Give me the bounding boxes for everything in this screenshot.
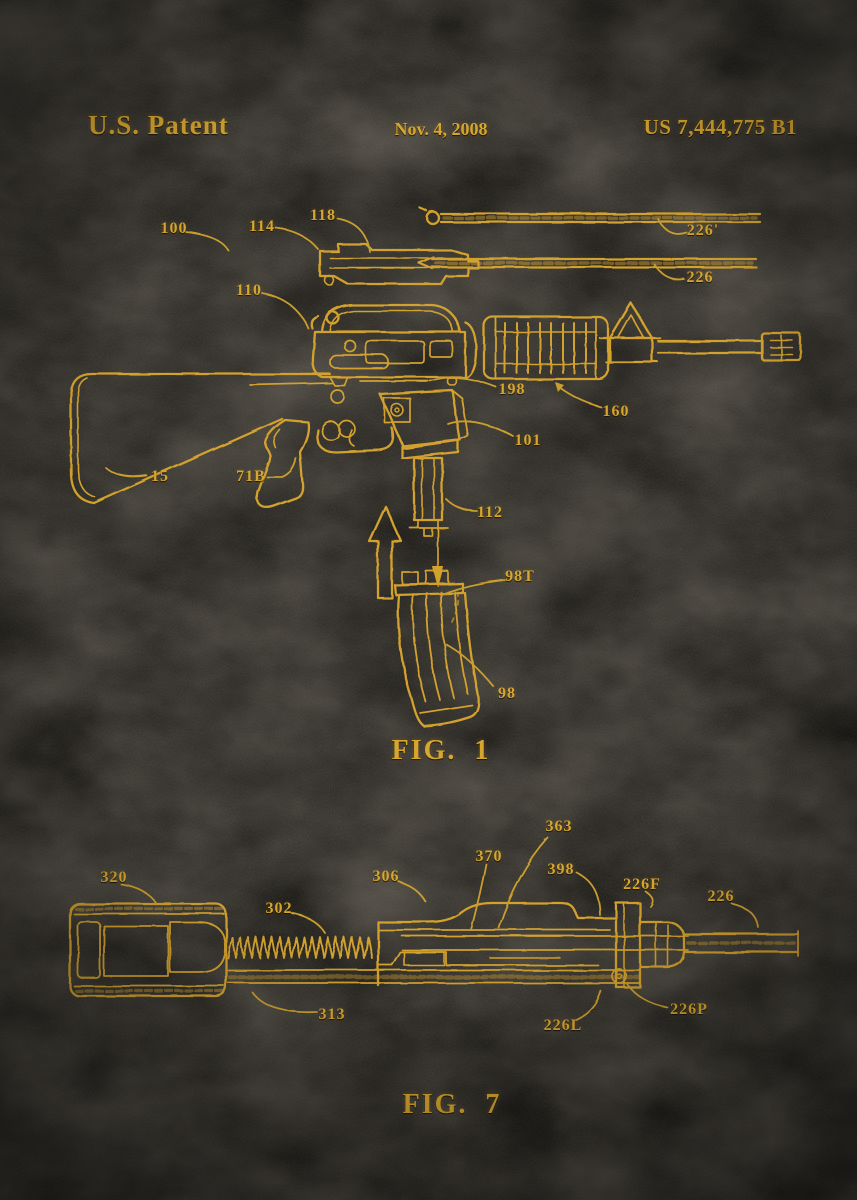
- fig7-ref-320: 320: [100, 869, 128, 886]
- fig1-ref-198: 198: [498, 381, 526, 398]
- fig1-ref-101: 101: [514, 432, 542, 449]
- fig7-ref-313: 313: [318, 1006, 346, 1023]
- fig1-cleaning-rod-226-prime: [418, 206, 762, 226]
- fig1-ref-226: 226: [686, 269, 714, 286]
- fig1-ref-98T: 98T: [505, 568, 535, 585]
- fig7-block-226F: [611, 901, 642, 989]
- fig1-mag-adapter-112: [400, 438, 460, 537]
- patent-title: U.S. Patent: [88, 110, 229, 140]
- fig1-upper-receiver: [310, 303, 467, 387]
- fig7-buffer-assembly: [68, 902, 228, 998]
- fig1-ref-110: 110: [235, 282, 263, 299]
- fig7-ref-302: 302: [265, 900, 293, 917]
- fig7-ref-226F: 226F: [623, 876, 661, 893]
- fig7-spring: [227, 936, 373, 959]
- fig1-caption: FIG. 1: [391, 735, 491, 766]
- fig1-ref-118: 118: [309, 207, 337, 224]
- fig1-magwell-block: [378, 388, 469, 450]
- fig1-handguard: [463, 315, 610, 381]
- fig1-magazine: [393, 570, 480, 728]
- fig1-ref-15: 15: [151, 468, 169, 485]
- fig7-bottom-rail: [227, 969, 641, 984]
- fig1-ref-114: 114: [248, 218, 276, 235]
- fig1-ref-226-prime: 226': [686, 222, 720, 239]
- fig1-ref-71B: 71B: [236, 468, 266, 485]
- fig7-carrier-body: [376, 901, 689, 987]
- fig1-ref-98: 98: [498, 685, 516, 702]
- fig7-bolt-and-firing-pin: [638, 920, 800, 969]
- fig7-leader-lines: [120, 837, 759, 1021]
- fig1-ref-100: 100: [160, 220, 188, 237]
- fig1-ref-160: 160: [602, 403, 630, 420]
- patent-date: Nov. 4, 2008: [394, 119, 488, 139]
- fig1-insert-arrow-up: [367, 504, 403, 600]
- fig1-arrow-down: [432, 526, 444, 587]
- fig7-ref-370: 370: [475, 848, 503, 865]
- fig1-leader-lines: [105, 218, 687, 688]
- fig7-ref-363: 363: [545, 818, 573, 835]
- fig1-front-sight-and-barrel: [598, 301, 802, 364]
- patent-number: US 7,444,775 B1: [643, 115, 797, 139]
- fig7-ref-306: 306: [372, 868, 400, 885]
- fig7-caption: FIG. 7: [402, 1089, 502, 1120]
- fig1-buttstock: [69, 372, 345, 505]
- fig7-ref-226: 226: [707, 888, 735, 905]
- fig1-pistol-grip: [256, 418, 310, 509]
- fig7-ref-398: 398: [547, 861, 575, 878]
- fig7-ref-226P: 226P: [670, 1001, 708, 1018]
- fig1-trigger-guard: [316, 420, 395, 454]
- fig1-rod-226: [417, 255, 758, 271]
- fig1-ref-112: 112: [476, 504, 504, 521]
- fig7-ref-226L: 226L: [543, 1017, 583, 1034]
